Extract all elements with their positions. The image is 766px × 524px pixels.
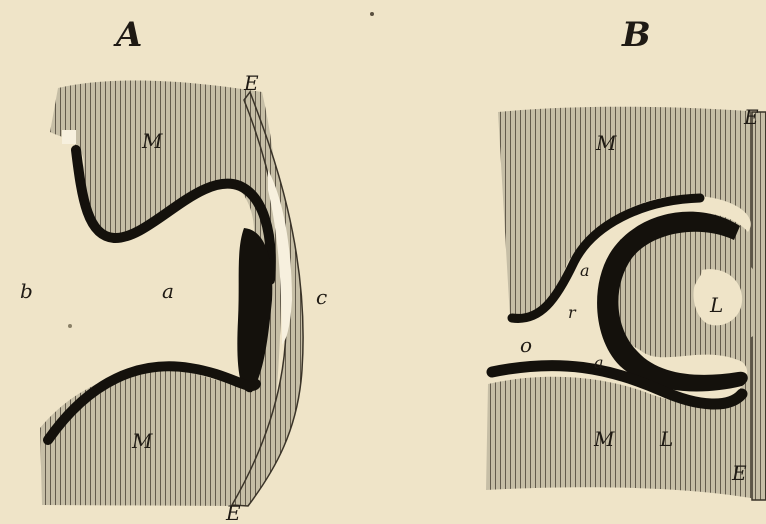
panel-a-label-E-bottom: E [225, 501, 241, 524]
panel-b-label-L-lower: L [659, 427, 673, 451]
paper-speck [370, 12, 374, 16]
panel-b [486, 107, 766, 500]
panel-a-highlight-top [62, 130, 76, 144]
panel-b-label-a-lower: a [594, 353, 604, 372]
panel-b-label-r: r [568, 303, 577, 322]
panel-a-title: A [113, 15, 142, 55]
panel-b-label-o: o [520, 333, 532, 357]
panel-b-label-a-upper: a [580, 261, 590, 280]
panel-b-label-M-top: M [595, 131, 617, 155]
panel-b-label-E-top: E [743, 105, 759, 129]
panel-a-label-E-top: E [243, 71, 259, 95]
panel-b-label-M-bottom: M [593, 427, 615, 451]
panel-a-label-M-bottom: M [131, 429, 153, 453]
panel-a-label-b: b [20, 279, 33, 303]
panel-a-label-M-top: M [141, 129, 163, 153]
panel-a-label-c: c [316, 285, 327, 309]
panel-b-label-E-bottom: E [731, 461, 747, 485]
paper-speck [68, 324, 72, 328]
panel-a-label-a: a [162, 279, 174, 303]
panel-b-label-L-center: L [709, 293, 723, 317]
panel-b-title: B [621, 15, 651, 55]
